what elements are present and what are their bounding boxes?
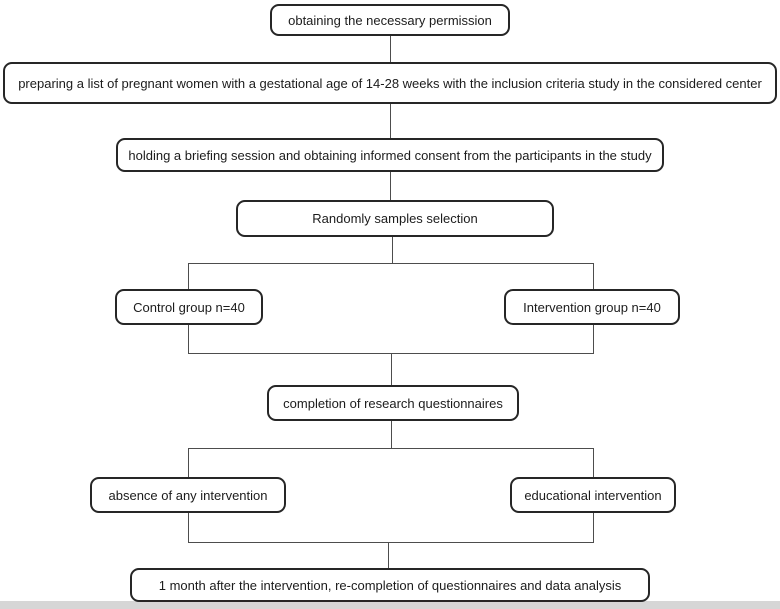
node-followup-analysis: 1 month after the intervention, re-compl… [130, 568, 650, 602]
node-absence-of-intervention: absence of any intervention [90, 477, 286, 513]
connector-briefing-to-random [390, 172, 391, 200]
node-control-group: Control group n=40 [115, 289, 263, 325]
connector-merge-bar-treatments [188, 542, 594, 543]
figure-bottom-strip [0, 601, 780, 609]
connector-branch-bar-treatments [188, 448, 594, 449]
connector-drop-absence [188, 448, 189, 477]
connector-rise-absence [188, 513, 189, 542]
connector-merge-to-followup [388, 542, 389, 568]
connector-drop-intervention [593, 263, 594, 289]
connector-drop-control [188, 263, 189, 289]
node-questionnaire-completion: completion of research questionnaires [267, 385, 519, 421]
connector-rise-control [188, 325, 189, 353]
connector-rise-educational [593, 513, 594, 542]
connector-permission-to-list [390, 36, 391, 62]
connector-merge-to-questionnaire [391, 353, 392, 385]
connector-random-stem [392, 237, 393, 263]
node-preparing-list: preparing a list of pregnant women with … [3, 62, 777, 104]
connector-list-to-briefing [390, 104, 391, 138]
node-obtaining-permission: obtaining the necessary permission [270, 4, 510, 36]
node-random-selection: Randomly samples selection [236, 200, 554, 237]
node-educational-intervention: educational intervention [510, 477, 676, 513]
connector-questionnaire-stem [391, 421, 392, 448]
node-briefing-session: holding a briefing session and obtaining… [116, 138, 664, 172]
connector-rise-intervention [593, 325, 594, 353]
connector-branch-bar-groups [188, 263, 594, 264]
node-intervention-group: Intervention group n=40 [504, 289, 680, 325]
connector-drop-educational [593, 448, 594, 477]
